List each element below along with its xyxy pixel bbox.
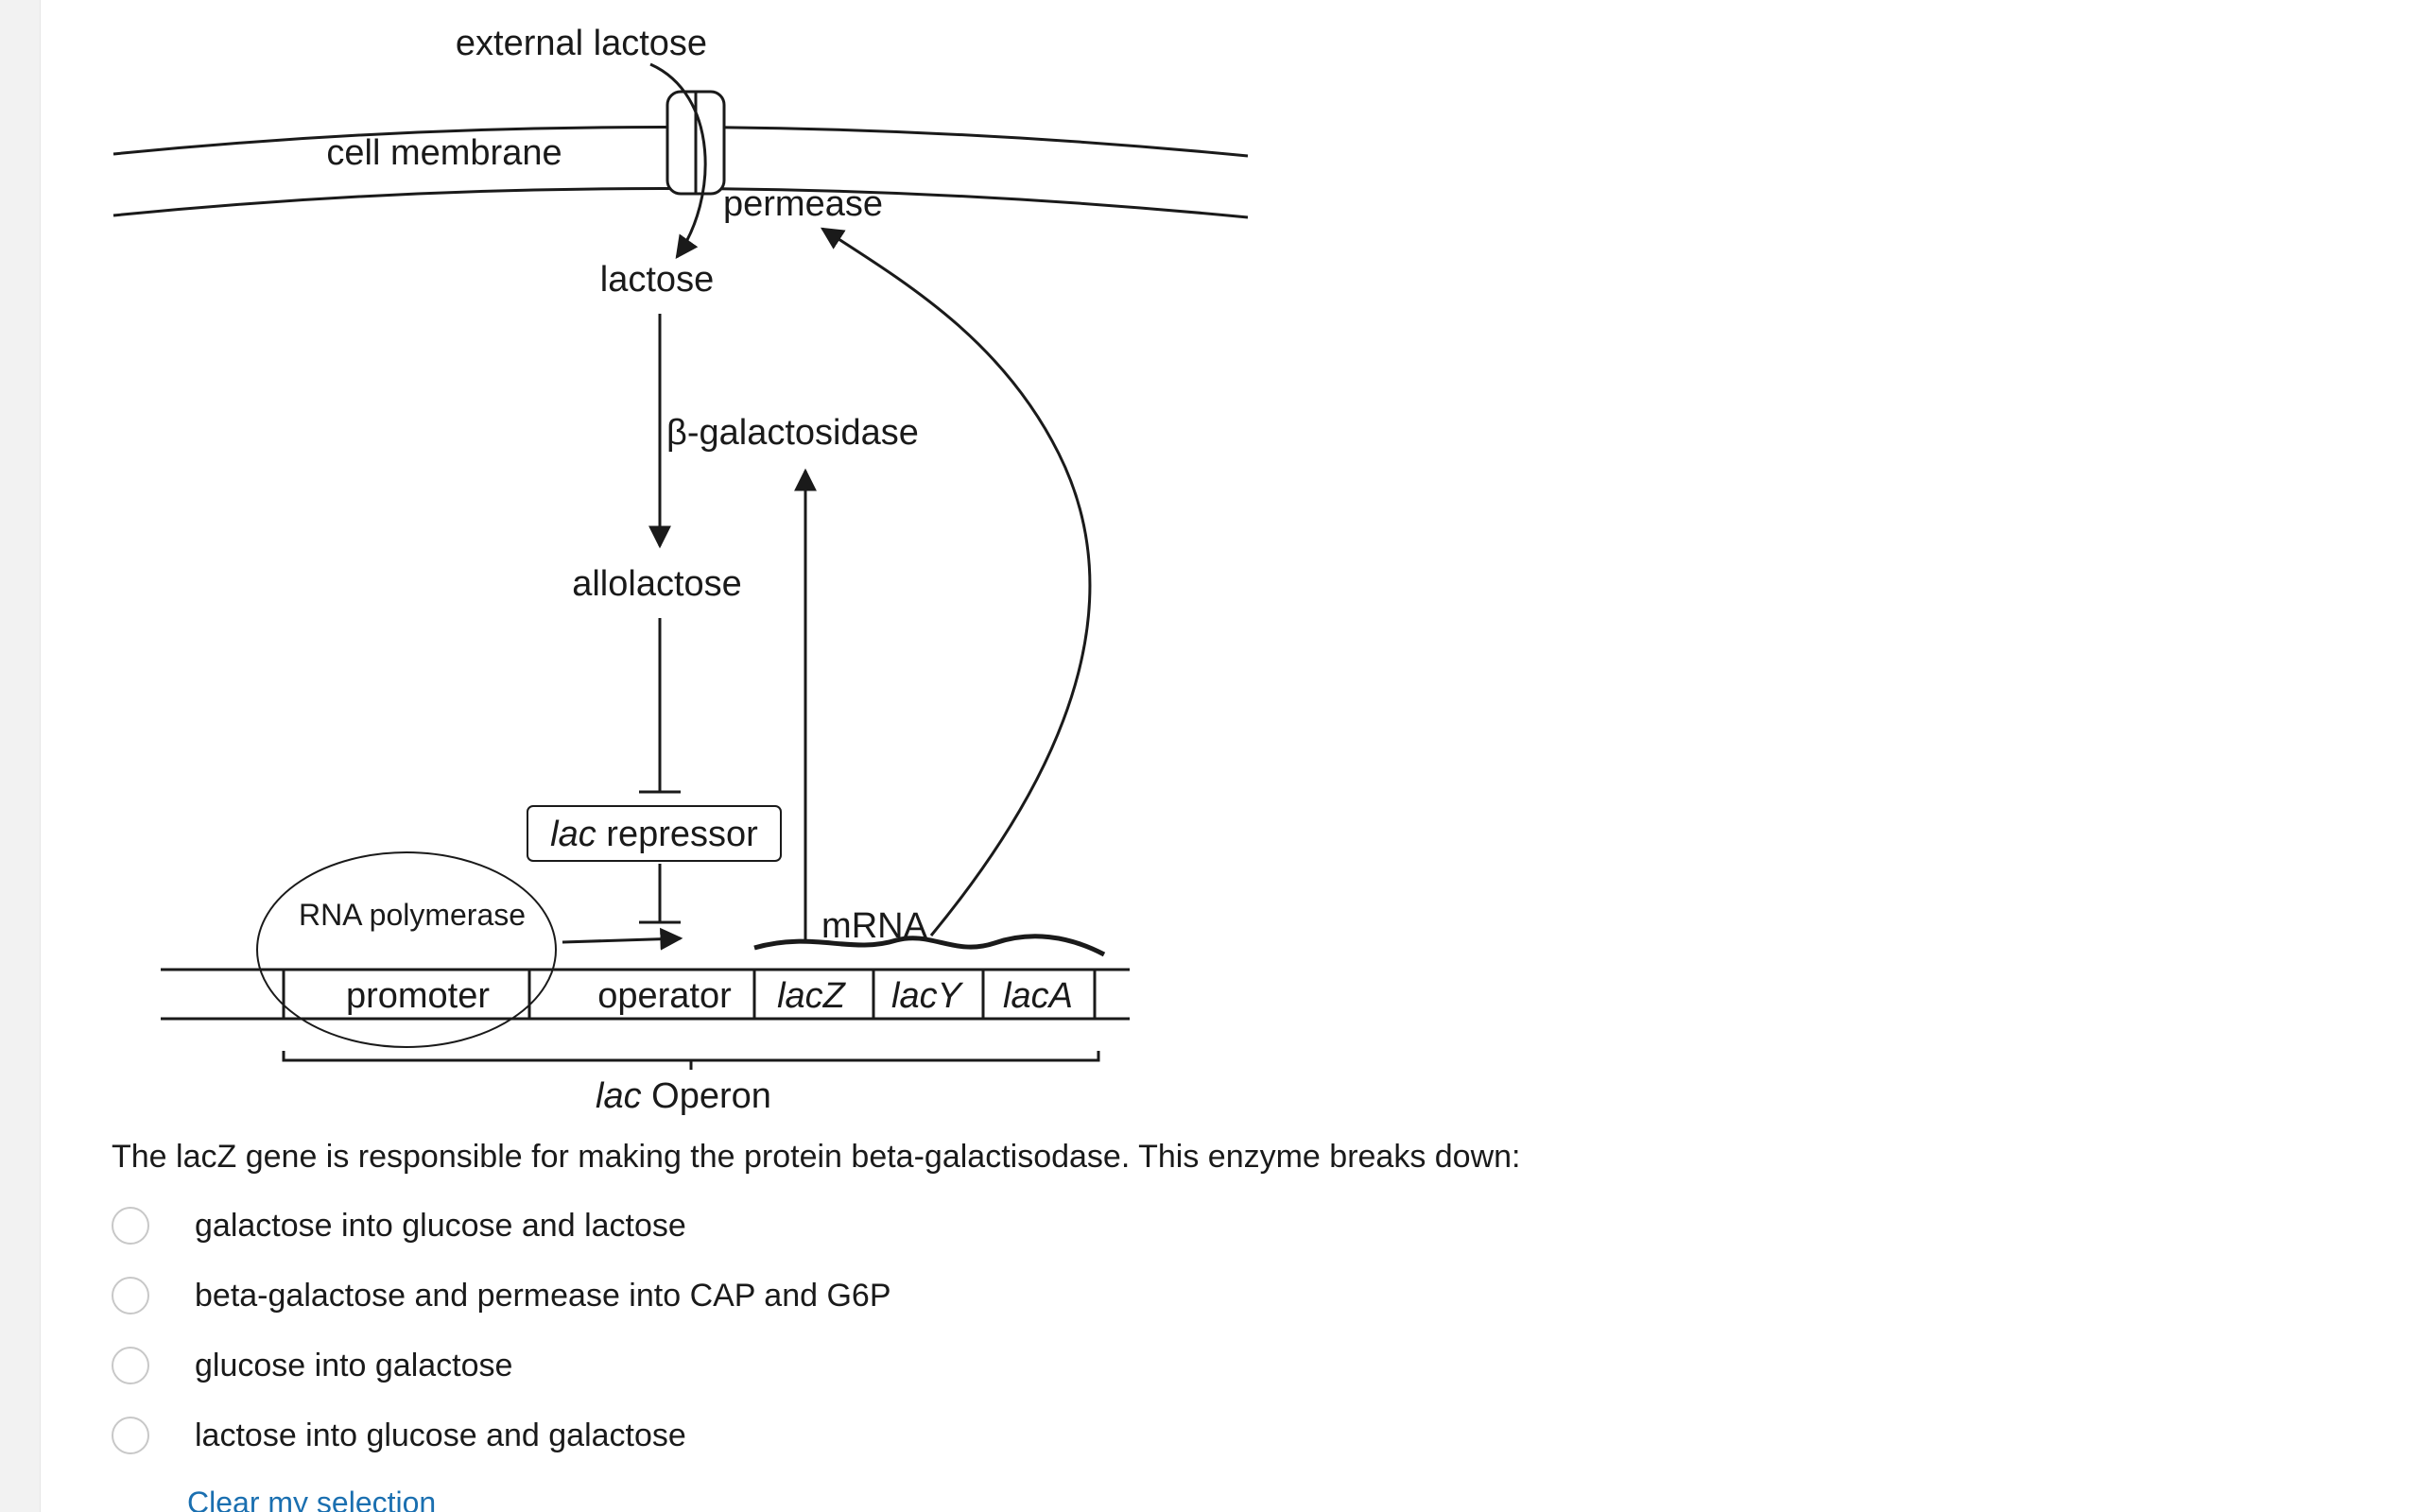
transcription-arrow bbox=[562, 927, 683, 951]
lac-operon-diagram: external lactose cell membrane permease … bbox=[112, 24, 1249, 1116]
operon-bracket bbox=[282, 1051, 1100, 1070]
lacy-label: lacY bbox=[891, 976, 964, 1016]
question-text: The lacZ gene is responsible for making … bbox=[112, 1139, 1521, 1175]
operator-label: operator bbox=[597, 976, 732, 1016]
clear-selection-link[interactable]: Clear my selection bbox=[187, 1486, 437, 1512]
permease-label: permease bbox=[723, 184, 883, 224]
radio-button[interactable] bbox=[112, 1207, 149, 1245]
lactose-entry-arrow bbox=[649, 62, 707, 259]
mrna-label: mRNA bbox=[821, 906, 928, 946]
answer-option[interactable]: glucose into galactose bbox=[112, 1331, 891, 1400]
cell-membrane-label: cell membrane bbox=[326, 133, 562, 173]
rna-polymerase bbox=[256, 851, 557, 1048]
laca-label: lacA bbox=[1003, 976, 1073, 1016]
lacz-label: lacZ bbox=[777, 976, 847, 1016]
answer-options: galactose into glucose and lactose beta-… bbox=[112, 1191, 891, 1470]
allolactose-label: allolactose bbox=[572, 564, 742, 604]
radio-button[interactable] bbox=[112, 1347, 149, 1384]
lac-repressor-label: lac repressor bbox=[550, 815, 758, 854]
repressor-inhibits-operator bbox=[639, 864, 681, 924]
lac-repressor-box bbox=[527, 805, 782, 862]
dna-strand bbox=[161, 968, 1130, 1021]
answer-option[interactable]: lactose into glucose and galactose bbox=[112, 1400, 891, 1470]
answer-option-label: beta-galactose and permease into CAP and… bbox=[195, 1277, 891, 1314]
beta-galactosidase-label: β-galactosidase bbox=[666, 413, 919, 453]
answer-option[interactable]: beta-galactose and permease into CAP and… bbox=[112, 1261, 891, 1331]
left-gutter bbox=[0, 0, 41, 1512]
rna-polymerase-label: RNA polymerase bbox=[299, 898, 526, 932]
mrna-to-permease-arrow bbox=[820, 227, 1092, 936]
external-lactose-label: external lactose bbox=[456, 24, 707, 63]
lactose-label: lactose bbox=[600, 260, 714, 300]
radio-button[interactable] bbox=[112, 1277, 149, 1314]
promoter-label: promoter bbox=[346, 976, 490, 1016]
answer-option-label: galactose into glucose and lactose bbox=[195, 1207, 686, 1244]
allolactose-inhibits-repressor bbox=[639, 618, 681, 794]
radio-button[interactable] bbox=[112, 1417, 149, 1454]
lac-operon-label: lac Operon bbox=[596, 1076, 771, 1116]
mrna-strand bbox=[753, 934, 1106, 957]
permease-channel bbox=[666, 90, 726, 196]
answer-option[interactable]: galactose into glucose and lactose bbox=[112, 1191, 891, 1261]
answer-option-label: glucose into galactose bbox=[195, 1347, 513, 1383]
answer-option-label: lactose into glucose and galactose bbox=[195, 1417, 686, 1453]
gene-dividers bbox=[282, 970, 1097, 1019]
